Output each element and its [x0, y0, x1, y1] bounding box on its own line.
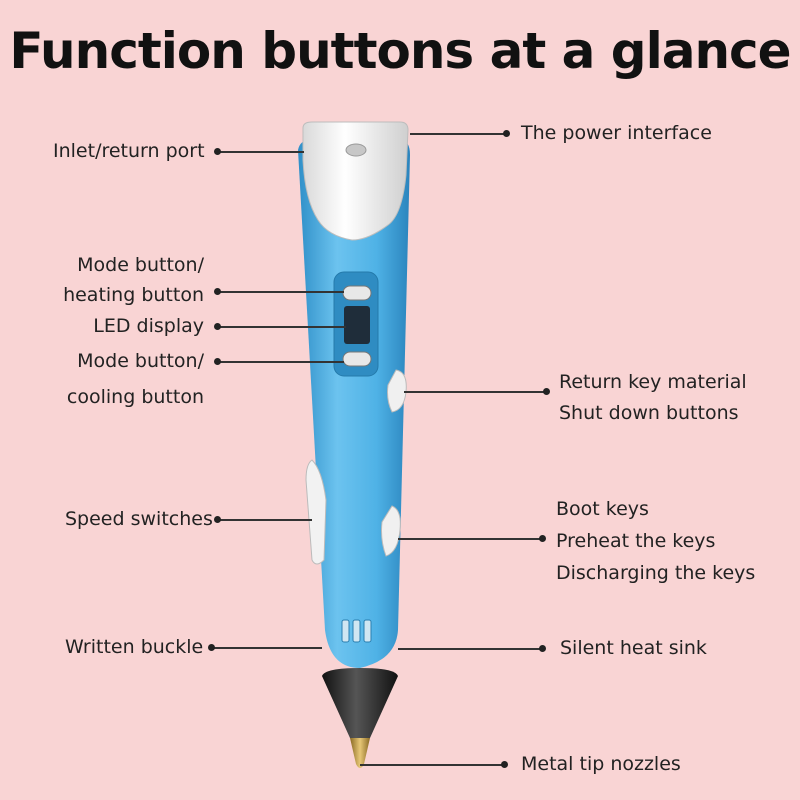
label-led-display: LED display [93, 315, 204, 337]
label-mode-cooling-1: Mode button/ [77, 350, 204, 372]
label-written-buckle: Written buckle [65, 636, 204, 658]
page-title: Function buttons at a glance [9, 22, 791, 80]
label-shut-down: Shut down buttons [559, 402, 739, 424]
label-boot-keys: Boot keys [556, 498, 649, 520]
led-screen [344, 306, 370, 344]
label-mode-heating-2: heating button [63, 284, 204, 306]
port-hole [345, 143, 367, 157]
pen-tip [322, 668, 398, 742]
label-return-key: Return key material [559, 371, 747, 393]
label-speed-switches: Speed switches [65, 508, 213, 530]
label-mode-heating-1: Mode button/ [77, 254, 204, 276]
label-preheat-keys: Preheat the keys [556, 530, 716, 552]
cool-button-shape [342, 351, 372, 367]
label-inlet-return-port: Inlet/return port [53, 140, 205, 162]
label-mode-cooling-2: cooling button [66, 386, 204, 408]
nozzle [350, 738, 370, 768]
label-discharging-keys: Discharging the keys [556, 562, 756, 584]
label-power-interface: The power interface [521, 122, 712, 144]
speed-switch-shape [305, 459, 327, 565]
label-metal-tip-nozzles: Metal tip nozzles [521, 753, 681, 775]
return-button-shape [387, 369, 407, 413]
label-silent-heat-sink: Silent heat sink [560, 637, 707, 659]
heat-button-shape [342, 285, 372, 301]
boot-button-shape [381, 505, 401, 557]
heat-sink-vents [341, 619, 372, 643]
pen-cap [302, 121, 409, 241]
